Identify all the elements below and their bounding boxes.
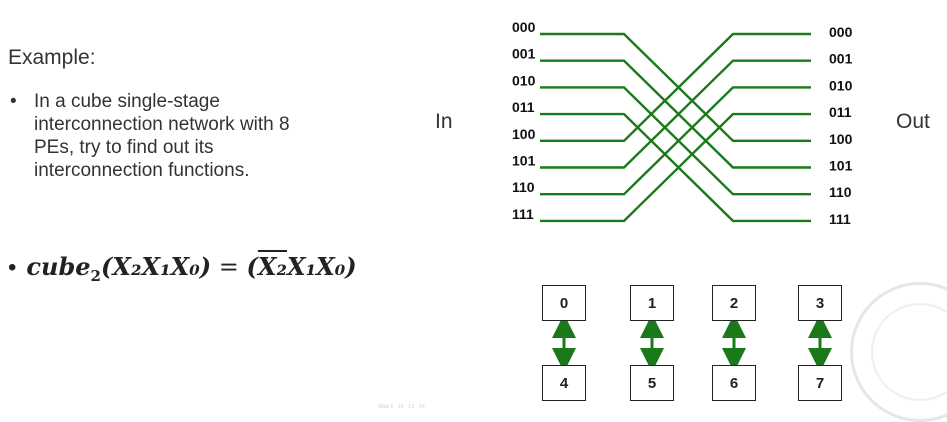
pe-box-7: 7 xyxy=(798,365,842,401)
bullet-line: PEs, try to find out its xyxy=(34,137,214,158)
input-label-000: 000 xyxy=(512,19,536,35)
formula-func: cube xyxy=(26,252,91,281)
formula-sub: 2 xyxy=(90,266,101,285)
formula-neg-term: X₂ xyxy=(257,252,287,281)
in-label: In xyxy=(435,110,453,133)
output-label-110: 110 xyxy=(829,184,852,200)
input-label-111: 111 xyxy=(512,206,534,222)
bullet-line: interconnection network with 8 xyxy=(34,114,290,135)
output-label-101: 101 xyxy=(829,158,853,174)
slide-footer: Slide 5 · 2X · 1X · 3X xyxy=(378,404,425,410)
pe-box-6: 6 xyxy=(712,365,756,401)
example-heading: Example: xyxy=(8,46,96,69)
pe-box-0: 0 xyxy=(542,285,586,321)
connection-line-101-to-001 xyxy=(540,59,811,169)
formula-marker: • xyxy=(8,254,17,281)
input-label-100: 100 xyxy=(512,126,536,142)
output-label-100: 100 xyxy=(829,131,853,147)
out-label: Out xyxy=(896,110,930,133)
output-label-001: 001 xyxy=(829,51,853,67)
input-label-011: 011 xyxy=(512,99,535,115)
pe-box-5: 5 xyxy=(630,365,674,401)
formula-lhs-args: X₂X₁X₀ xyxy=(112,252,200,281)
cube-formula: •cube2(X₂X₁X₀) = (X₂X₁X₀) xyxy=(8,252,357,285)
input-label-110: 110 xyxy=(512,179,535,195)
input-label-010: 010 xyxy=(512,72,536,88)
cube-network-diagram: 0000010100111001011101110000010100111001… xyxy=(512,19,853,372)
bullet-line: In a cube single-stage xyxy=(34,91,220,112)
formula-equals: = xyxy=(218,253,239,281)
output-label-010: 010 xyxy=(829,77,853,93)
connection-line-111-to-011 xyxy=(540,112,811,223)
pe-box-3: 3 xyxy=(798,285,842,321)
output-label-011: 011 xyxy=(829,104,852,120)
input-label-001: 001 xyxy=(512,46,536,62)
pe-box-1: 1 xyxy=(630,285,674,321)
connection-line-100-to-000 xyxy=(540,32,811,143)
bullet-marker: • xyxy=(10,91,17,112)
output-label-000: 000 xyxy=(829,24,853,40)
input-label-101: 101 xyxy=(512,153,536,169)
output-label-111: 111 xyxy=(829,211,851,227)
bullet-line: interconnection functions. xyxy=(34,160,250,181)
pe-box-2: 2 xyxy=(712,285,756,321)
pe-box-4: 4 xyxy=(542,365,586,401)
bullet-list: • In a cube single-stage interconnection… xyxy=(8,90,388,182)
connection-line-110-to-010 xyxy=(540,86,811,196)
formula-rest: X₁X₀ xyxy=(286,252,346,281)
bullet-item: • In a cube single-stage interconnection… xyxy=(8,90,388,182)
